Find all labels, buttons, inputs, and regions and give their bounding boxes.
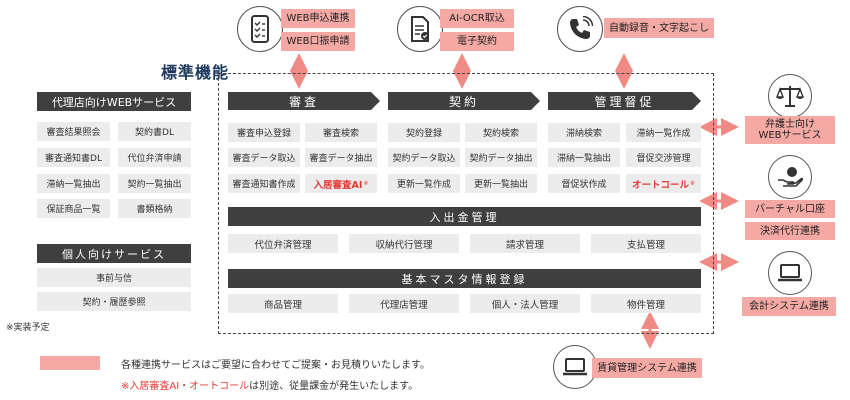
legend-billing-note-red: ※入居審査AI・オートコール [121,381,250,392]
screening-notice-create[interactable]: 審査通知書作成 [228,174,300,193]
contract-search[interactable]: 契約検索 [465,123,537,142]
screening-register[interactable]: 審査申込登録 [228,123,300,142]
arrears-list-extract[interactable]: 滞納一覧抽出 [548,148,620,167]
document-storage[interactable]: 書類格納 [118,199,191,218]
screening-result-inquiry[interactable]: 審査結果照会 [37,122,110,141]
renewal-list-create[interactable]: 更新一覧作成 [388,174,460,193]
guarantee-product-list[interactable]: 保証商品一覧 [37,199,110,218]
hand-coin-icon [768,155,812,199]
auto-recording-transcription[interactable]: 自動録音・文字起こし [604,18,714,38]
personal-service-header: 個人向けサービス [37,244,191,263]
virtual-account[interactable]: バーチャル口座 [745,200,835,218]
screening-notice-download[interactable]: 審査通知書DL [37,148,110,167]
scales-icon [768,74,812,118]
arrears-search[interactable]: 滞納検索 [548,123,620,142]
auto-call[interactable]: オートコール※ [626,174,701,193]
tenant-screening-ai[interactable]: 入居審査AI※ [305,174,377,193]
dunning-letter-create[interactable]: 督促状作成 [548,174,620,193]
pre-credit-check[interactable]: 事前与信 [37,268,191,287]
laptop-icon [768,251,812,295]
contract-data-extract[interactable]: 契約データ抽出 [465,148,537,167]
legend-pink-text: 各種連携サービスはご要望に合わせてご提案・お見積りいたします。 [121,360,430,371]
payment-manage[interactable]: 支払管理 [591,234,701,253]
screening-data-import[interactable]: 審査データ取込 [228,148,300,167]
contract-download[interactable]: 契約書DL [118,122,191,141]
contract-history-view[interactable]: 契約・履歴参照 [37,292,191,311]
property-manage[interactable]: 物件管理 [591,294,701,313]
renewal-list-extract[interactable]: 更新一覧抽出 [465,174,537,193]
individual-corporate-manage[interactable]: 個人・法人管理 [470,294,580,313]
document-icon [397,6,443,52]
contract-register[interactable]: 契約登録 [388,123,460,142]
dunning-header: 管理督促 [548,92,701,110]
ai-ocr-import[interactable]: AI-OCR取込 [440,9,514,28]
agent-web-service-header: 代理店向けWEBサービス [37,92,191,111]
subrogation-manage[interactable]: 代位弁済管理 [228,234,338,253]
legend-billing-note: ※入居審査AI・オートコールは別途、従量課金が発生いたします。 [121,377,418,392]
contract-list-extract[interactable]: 契約一覧抽出 [118,174,191,193]
agency-manage[interactable]: 代理店管理 [349,294,459,313]
web-application-link[interactable]: WEB申込連携 [281,9,355,28]
contract-data-import[interactable]: 契約データ取込 [388,148,460,167]
implementation-note: ※実装予定 [6,323,50,333]
screening-data-extract[interactable]: 審査データ抽出 [305,148,377,167]
web-bank-transfer-application[interactable]: WEB口振申請 [281,32,355,51]
payment-agency-link[interactable]: 決済代行連携 [745,222,835,240]
screening-header: 審査 [228,92,380,110]
laptop-icon [553,345,597,389]
collection-agency-manage[interactable]: 収納代行管理 [349,234,459,253]
legend-billing-note-rest: は別途、従量課金が発生いたします。 [249,381,419,392]
screening-search[interactable]: 審査検索 [305,123,377,142]
phone-icon [557,6,603,52]
legend-pink-swatch [40,356,100,370]
smartphone-checklist-icon [237,6,283,52]
contract-header: 契約 [388,92,540,110]
rental-management-system-link[interactable]: 賃貸管理システム連携 [592,358,702,378]
arrears-list-create[interactable]: 滞納一覧作成 [626,123,701,142]
e-contract[interactable]: 電子契約 [440,32,514,51]
lawyer-web-service[interactable]: 弁護士向け WEBサービス [745,116,835,144]
standard-functions-title: 標準機能 [161,63,230,82]
product-manage[interactable]: 商品管理 [228,294,338,313]
agent-arrears-list-extract[interactable]: 滞納一覧抽出 [37,174,110,193]
accounting-system-link[interactable]: 会計システム連携 [742,297,836,316]
standard-functions-frame [218,73,714,334]
subrogation-application[interactable]: 代位弁済申請 [118,148,191,167]
master-data-header: 基本マスタ情報登録 [228,269,701,288]
billing-manage[interactable]: 請求管理 [470,234,580,253]
dunning-negotiation-manage[interactable]: 督促交渉管理 [626,148,701,167]
payments-header: 入出金管理 [228,207,701,226]
